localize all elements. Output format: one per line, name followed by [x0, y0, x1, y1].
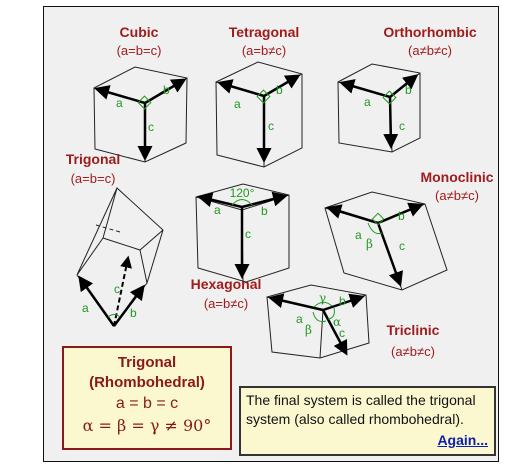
orthorhombic-axis-b: [389, 74, 419, 98]
hexagonal-label-b: b: [261, 204, 268, 218]
tetragonal-right-angle-marker: [256, 89, 271, 104]
orthorhombic-cell: [337, 63, 421, 153]
trigonal-label-c: c: [114, 282, 120, 296]
triclinic-label-c: c: [339, 326, 345, 340]
tetragonal-axis-b: [263, 74, 301, 98]
triclinic-label-gamma: γ: [319, 291, 326, 305]
cubic-axis-b: [144, 78, 187, 105]
triclinic-title: Triclinic: [387, 322, 440, 338]
hexagonal-label-a: a: [214, 203, 221, 217]
tetragonal-label-c: c: [268, 119, 274, 133]
trigonal-params: (a=b=c): [71, 171, 116, 186]
hexagonal-angle-arc: [231, 199, 253, 206]
summary-length-equation: a = b = c: [115, 395, 179, 412]
tetragonal-title: Tetragonal: [229, 24, 300, 40]
triclinic-alpha-arc: [327, 307, 335, 320]
trigonal-axis-b: [112, 284, 145, 327]
tetragonal-cell: [215, 61, 303, 168]
orthorhombic-title: Orthorhombic: [383, 24, 477, 40]
tetragonal-group: Tetragonal (a=b≠c) a b c: [215, 24, 303, 168]
monoclinic-beta-arc: [367, 222, 383, 234]
trigonal-group: Trigonal (a=b=c) a b c: [66, 151, 164, 327]
summary-subtitle: (Rhombohedral): [89, 374, 205, 391]
explanation-note: The final system is called the trigonal …: [239, 386, 496, 456]
monoclinic-group: Monoclinic (a≠b≠c) a b c β: [324, 169, 494, 291]
trigonal-angle-arc: [107, 314, 121, 318]
trigonal-axis-a: [78, 275, 116, 327]
triclinic-params: (a≠b≠c): [391, 344, 435, 359]
orthorhombic-group: Orthorhombic (a≠b≠c) a b c: [337, 24, 477, 153]
cubic-right-angle-marker: [137, 95, 152, 110]
triclinic-label-beta: β: [305, 323, 312, 337]
trigonal-summary-box: Trigonal (Rhombohedral) a = b = c α = β …: [62, 346, 232, 450]
triclinic-axis-a: [268, 293, 324, 312]
orthorhombic-label-b: b: [405, 83, 412, 97]
triclinic-axis-b: [322, 293, 365, 312]
monoclinic-cell: [324, 191, 448, 291]
cubic-cell: [93, 66, 188, 163]
tetragonal-label-b: b: [276, 83, 283, 97]
cubic-params: (a=b=c): [117, 43, 162, 58]
hexagonal-group: 120° a b c Hexagonal (a=b≠c): [191, 183, 290, 311]
monoclinic-axis-c: [376, 222, 403, 287]
summary-title: Trigonal: [117, 354, 177, 371]
cubic-title: Cubic: [120, 24, 159, 40]
hexagonal-label-c: c: [245, 227, 251, 241]
note-text: The final system is called the trigonal …: [246, 392, 476, 427]
monoclinic-title: Monoclinic: [420, 169, 493, 185]
triclinic-axis-c: [321, 309, 348, 356]
cubic-label-a: a: [116, 96, 123, 110]
orthorhombic-right-angle-marker: [382, 90, 397, 105]
monoclinic-params: (a≠b≠c): [435, 188, 479, 203]
summary-angle-equation: α = β = γ ≠ 90°: [82, 416, 212, 435]
triclinic-group: γ β α a b c Triclinic (a≠b≠c): [266, 284, 440, 359]
cubic-axis-a: [94, 85, 146, 105]
monoclinic-right-angle-marker: [371, 212, 385, 226]
monoclinic-label-c: c: [399, 239, 405, 253]
trigonal-label-a: a: [82, 301, 89, 315]
triclinic-gamma-arc: [313, 301, 333, 308]
monoclinic-label-beta: β: [366, 237, 373, 251]
orthorhombic-params: (a≠b≠c): [408, 43, 452, 58]
hexagonal-title: Hexagonal: [191, 276, 262, 292]
tetragonal-params: (a=b≠c): [242, 43, 286, 58]
monoclinic-axis-b: [377, 202, 424, 225]
monoclinic-label-b: b: [398, 209, 405, 223]
tetragonal-label-a: a: [234, 97, 241, 111]
monoclinic-axis-a: [326, 204, 379, 225]
monoclinic-label-a: a: [355, 228, 362, 242]
trigonal-hidden-edge-1: [95, 224, 121, 233]
triclinic-cell: [266, 284, 370, 359]
hexagonal-axis-b: [241, 191, 288, 209]
trigonal-title: Trigonal: [66, 151, 120, 167]
cubic-label-c: c: [148, 120, 154, 134]
tetragonal-axis-a: [217, 79, 265, 98]
hexagonal-axis-a: [197, 192, 243, 209]
orthorhombic-axis-a: [339, 79, 391, 99]
orthorhombic-label-a: a: [364, 95, 371, 109]
again-link[interactable]: Again...: [437, 432, 488, 448]
orthorhombic-label-c: c: [399, 119, 405, 133]
orthorhombic-axis-c: [383, 96, 399, 149]
trigonal-cell: [76, 187, 164, 327]
hexagonal-angle-label: 120°: [230, 186, 255, 200]
triclinic-beta-arc: [312, 311, 327, 323]
hexagonal-params: (a=b≠c): [204, 296, 248, 311]
triclinic-label-b: b: [339, 294, 346, 308]
cubic-group: Cubic (a=b=c) a b c: [93, 24, 188, 163]
trigonal-label-b: b: [130, 306, 137, 320]
cubic-label-b: b: [163, 83, 170, 97]
triclinic-label-a: a: [296, 312, 303, 326]
triclinic-label-alpha: α: [333, 315, 341, 329]
